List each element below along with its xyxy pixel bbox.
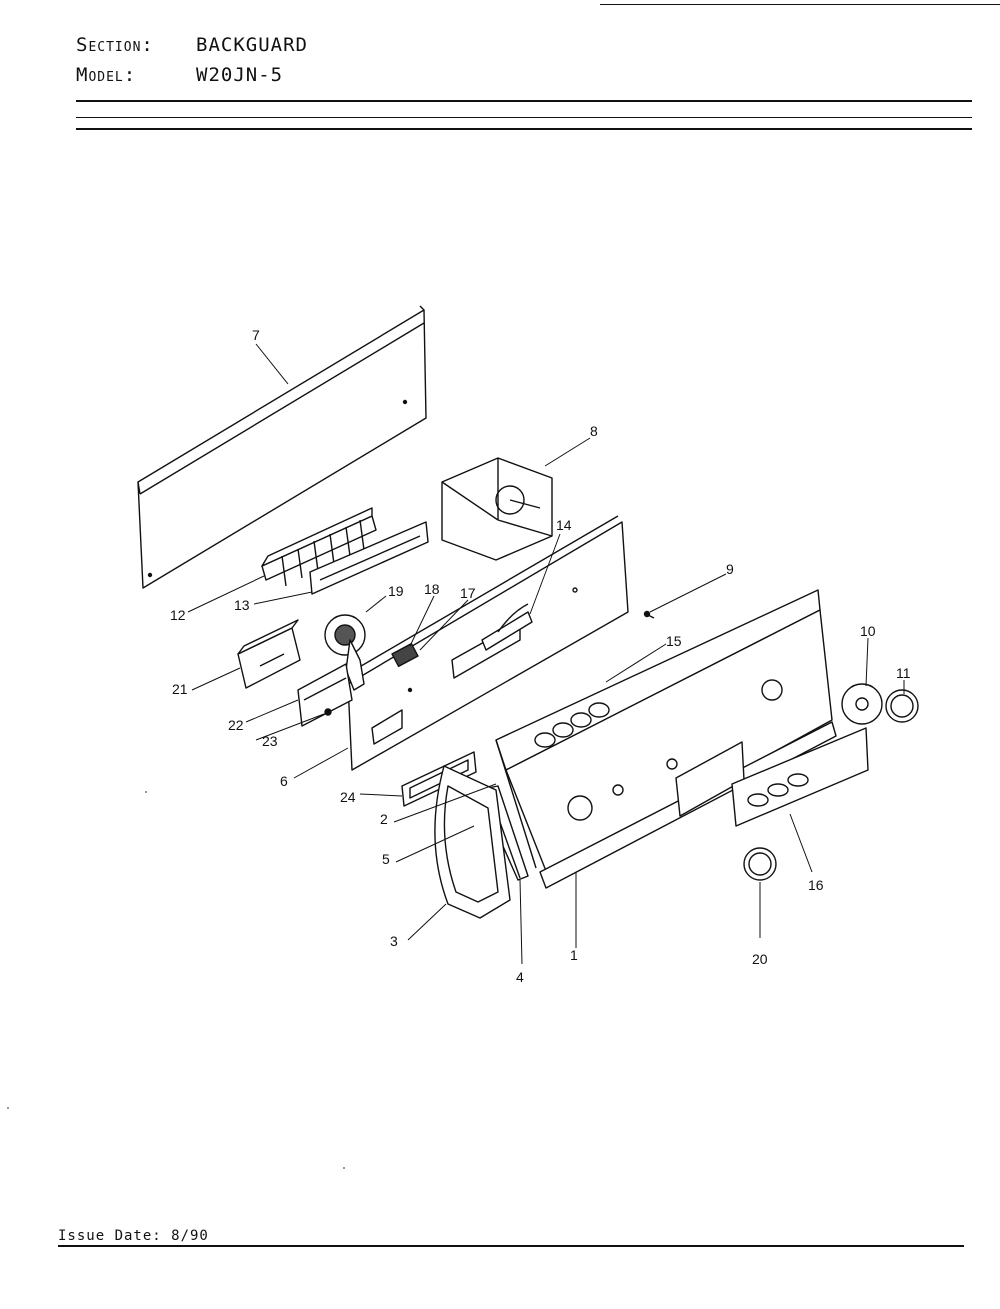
- callout-13: 13: [234, 597, 250, 613]
- callout-20: 20: [752, 951, 768, 967]
- callout-12: 12: [170, 607, 186, 623]
- footer-rule: [58, 1245, 964, 1247]
- callout-23: 23: [262, 733, 278, 749]
- callout-11: 11: [896, 665, 911, 681]
- harness-part: [481, 603, 533, 651]
- issue-date: Issue Date: 8/90: [58, 1228, 209, 1244]
- callout-4: 4: [516, 969, 524, 985]
- knob-skirt-part: [841, 683, 883, 725]
- backguard-housing-part: [495, 589, 837, 889]
- screw-9-part: [643, 610, 655, 619]
- callout-21: 21: [172, 681, 188, 697]
- top-corner-rule: [600, 4, 1000, 5]
- callout-10: 10: [860, 623, 876, 639]
- knob-20-part: [743, 847, 777, 881]
- section-line: Section: BACKGUARD: [76, 34, 308, 56]
- model-value: W20JN-5: [196, 64, 284, 86]
- callout-22: 22: [228, 717, 244, 733]
- button-bezel-part: [731, 727, 869, 827]
- callout-3: 3: [390, 933, 398, 949]
- header-rule-top: [76, 100, 972, 102]
- callout-7: 7: [252, 327, 260, 343]
- callout-2: 2: [380, 811, 388, 827]
- section-label: Section:: [76, 34, 154, 56]
- callout-15: 15: [666, 633, 682, 649]
- callout-6: 6: [280, 773, 288, 789]
- callout-19: 19: [388, 583, 404, 599]
- back-panel-part: [137, 305, 427, 589]
- callout-9: 9: [726, 561, 734, 577]
- callout-24: 24: [340, 789, 356, 805]
- timer-part: [441, 457, 553, 561]
- model-line: Model: W20JN-5: [76, 64, 283, 86]
- screw-part: [324, 708, 332, 716]
- knob-part: [885, 689, 919, 723]
- motor-part: [324, 614, 366, 691]
- switch-part: [391, 642, 419, 668]
- end-cap-part: [434, 765, 511, 919]
- callout-5: 5: [382, 851, 390, 867]
- callout-16: 16: [808, 877, 824, 893]
- section-value: BACKGUARD: [196, 34, 308, 56]
- circuit-board-part: [297, 663, 353, 727]
- mounting-bracket-part: [309, 521, 429, 595]
- callout-1: 1: [570, 947, 578, 963]
- button-set-part: [534, 702, 610, 748]
- callout-18: 18: [424, 581, 440, 597]
- callout-14: 14: [556, 517, 572, 533]
- model-label: Model:: [76, 64, 137, 86]
- callout-17: 17: [460, 585, 476, 601]
- terminal-block-part: [261, 507, 377, 587]
- header-rule-mid: [76, 117, 972, 118]
- callout-8: 8: [590, 423, 598, 439]
- header-rule-bottom: [76, 128, 972, 130]
- relay-module-part: [237, 619, 301, 689]
